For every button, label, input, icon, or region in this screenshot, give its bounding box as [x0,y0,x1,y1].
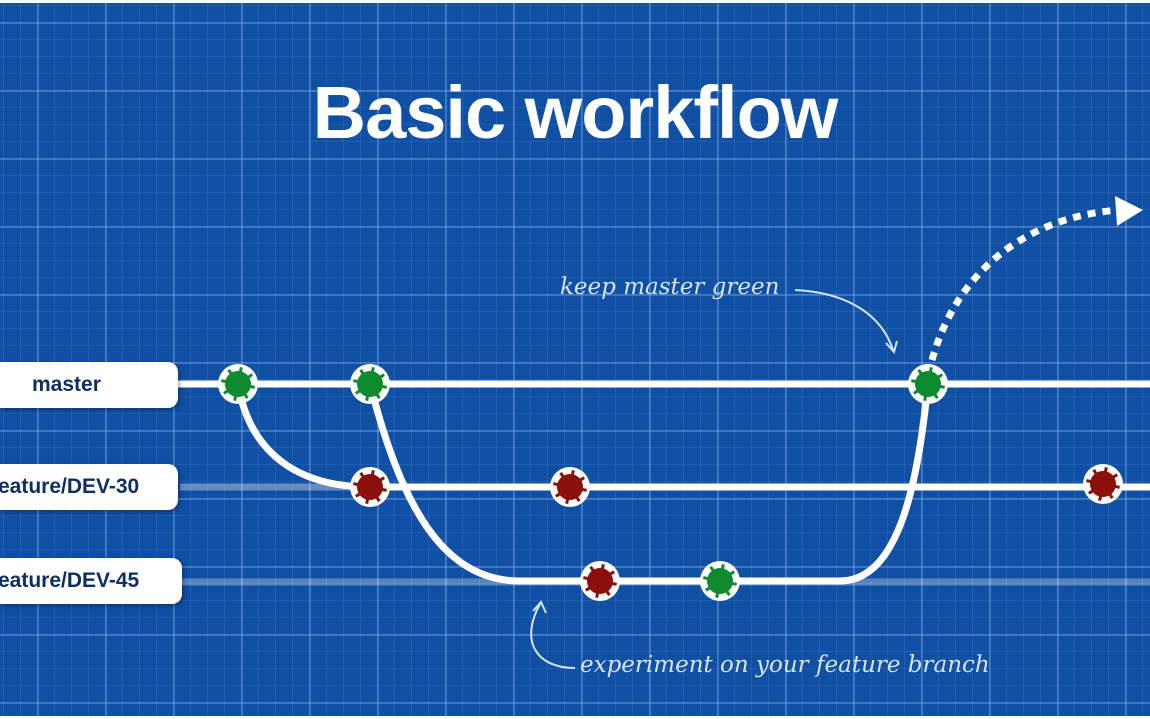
annotation-arrow-bottom [530,603,576,669]
annotation-keep-master-green: keep master green [560,274,780,300]
blueprint-background [0,3,1150,716]
commit-red [580,561,620,601]
page-title: Basic workflow [312,71,839,154]
commit-red [1083,464,1123,504]
branch-label-master[interactable]: master [0,362,178,408]
dotted-arrow [928,206,1121,361]
commit-green [700,561,740,601]
arrowhead-icon [1115,196,1143,226]
commit-green [350,364,390,404]
commit-red [350,467,390,507]
commit-red [550,467,590,507]
branch-label-dev30[interactable]: feature/DEV-30 [0,464,178,510]
commit-green [908,364,948,404]
commit-green [218,364,258,404]
annotation-experiment: experiment on your feature branch [580,652,990,678]
dev45-line [366,383,932,585]
branch-label-dev45[interactable]: feature/DEV-45 [0,558,182,604]
annotation-arrow-top [794,289,894,351]
